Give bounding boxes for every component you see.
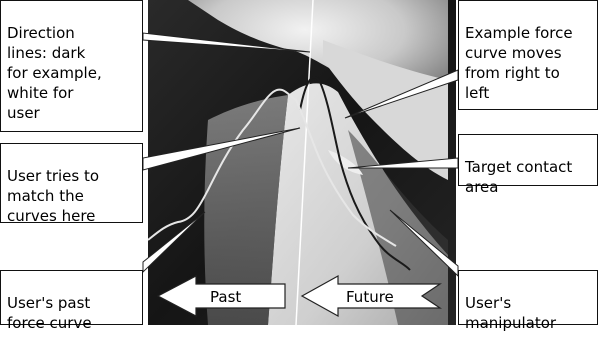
- label-target-contact: Target contact area: [458, 134, 598, 186]
- label-users-past-text: User's past force curve: [7, 293, 142, 333]
- future-arrow-label: Future: [346, 288, 394, 306]
- label-user-tries-text: User tries to match the curves here: [7, 166, 142, 226]
- figure: Past Future Direction lines: dark for ex…: [0, 0, 598, 325]
- pointer-users-past: [143, 212, 205, 272]
- label-users-manipulator-text: User's manipulator: [465, 293, 597, 333]
- pointer-users-manipulator: [390, 210, 458, 276]
- pointer-example-force: [345, 70, 458, 118]
- label-target-contact-text: Target contact area: [465, 157, 597, 197]
- pointer-direction-lines: [143, 33, 310, 52]
- label-direction-lines: Direction lines: dark for example, white…: [0, 0, 143, 132]
- label-direction-lines-text: Direction lines: dark for example, white…: [7, 23, 142, 123]
- label-example-force-text: Example force curve moves from right to …: [465, 23, 597, 103]
- pointer-user-tries: [143, 128, 300, 170]
- past-arrow: Past: [158, 276, 285, 316]
- pointer-target-contact: [348, 158, 458, 168]
- label-example-force: Example force curve moves from right to …: [458, 0, 598, 110]
- label-users-manipulator: User's manipulator: [458, 270, 598, 325]
- future-arrow: Future: [302, 276, 440, 316]
- label-user-tries: User tries to match the curves here: [0, 143, 143, 223]
- past-arrow-label: Past: [210, 288, 241, 306]
- label-users-past: User's past force curve: [0, 270, 143, 325]
